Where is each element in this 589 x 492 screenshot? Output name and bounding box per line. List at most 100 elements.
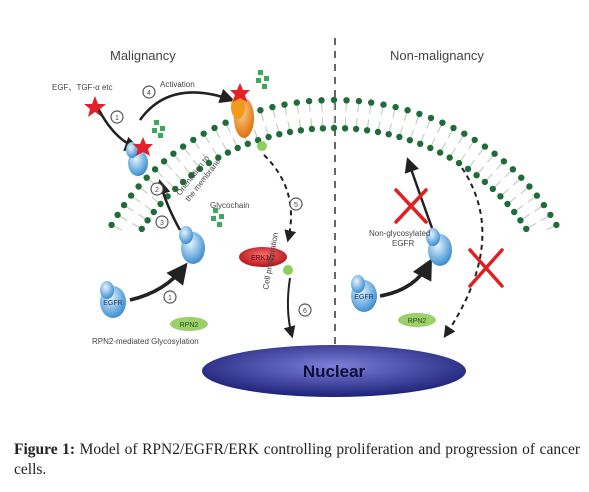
- lipid-head: [269, 103, 276, 111]
- blocked-signal-x-icon: [468, 248, 504, 288]
- malignancy-title: Malignancy: [110, 48, 176, 63]
- glycosylated-egfr: [179, 208, 224, 264]
- lipid-head: [481, 143, 489, 150]
- svg-text:1: 1: [115, 115, 119, 122]
- non-glycosylated-label-2: EGFR: [392, 239, 414, 248]
- lipid-head: [406, 137, 414, 144]
- blocked-x-icon: [394, 188, 428, 224]
- svg-text:2: 2: [155, 187, 159, 194]
- lipid-head: [504, 200, 511, 208]
- lipid-head: [234, 144, 241, 152]
- lipid-head: [160, 158, 168, 165]
- ligand-star-icon: [84, 96, 106, 117]
- lipid-head: [205, 159, 213, 167]
- lipid-head: [179, 178, 187, 186]
- lipid-head: [380, 101, 387, 108]
- lipid-head: [473, 172, 480, 179]
- lipid-head: [179, 143, 187, 150]
- step-2-marker: 2: [150, 182, 164, 196]
- lipid-head: [151, 166, 159, 173]
- step-3-marker: 3: [155, 215, 169, 229]
- step-4-marker: 4: [142, 85, 156, 99]
- lipid-head: [244, 140, 251, 147]
- lipid-head: [533, 192, 541, 199]
- lipid-head: [144, 217, 151, 224]
- non-malignancy-title: Non-malignancy: [390, 48, 484, 63]
- lipid-head: [553, 221, 560, 229]
- lipid-head: [330, 124, 338, 132]
- erk-protein: [239, 247, 293, 275]
- lipid-head: [308, 125, 316, 133]
- lipid-head: [172, 185, 179, 193]
- activated-egfr-dimer: [230, 70, 269, 151]
- lipid-head: [385, 131, 392, 138]
- erk-label: ERK1/2: [251, 255, 275, 262]
- lipid-head: [143, 174, 150, 181]
- lipid-head: [120, 201, 128, 209]
- rpn2-label-left: RPN2: [180, 322, 199, 329]
- lipid-head: [355, 97, 363, 105]
- lipid-head: [222, 119, 229, 126]
- lipid-head: [286, 128, 294, 136]
- lipid-head: [518, 174, 525, 181]
- lipid-head: [343, 97, 350, 104]
- glycochain-icon: [152, 120, 165, 138]
- lipid-head: [436, 149, 444, 156]
- lipid-head: [330, 96, 338, 104]
- glycochain-label: Glycochain: [210, 201, 250, 210]
- lipid-head: [305, 97, 313, 105]
- rpn2-label-right: RPN2: [408, 318, 427, 325]
- rpn2-enzyme-left: [170, 317, 208, 331]
- lipid-head: [417, 140, 424, 147]
- lipid-head: [276, 131, 283, 138]
- signal-arrow-to-erk: [263, 154, 297, 243]
- rpn2-glycosylation-label: RPN2-mediated Glycosylation: [92, 337, 199, 346]
- lipid-head: [224, 149, 232, 156]
- step-1b-marker: 1: [163, 290, 177, 304]
- lipid-head: [461, 130, 468, 137]
- lipid-head: [416, 110, 423, 118]
- nucleus: [202, 345, 466, 397]
- bound-ligand-star-icon: [133, 137, 153, 156]
- lipid-head: [200, 130, 207, 137]
- lipid-head: [547, 211, 554, 219]
- lipid-head: [481, 178, 489, 186]
- lipid-head: [196, 165, 204, 173]
- rpn2-enzyme-right: [398, 313, 436, 327]
- non-glycosylated-label-1: Non-glycosylated: [369, 229, 430, 238]
- lipid-head: [526, 183, 533, 190]
- lipid-head: [489, 185, 496, 193]
- cell-membrane: [108, 96, 560, 233]
- lipid-head: [491, 150, 498, 157]
- lipid-head: [455, 159, 463, 167]
- nascent-egfr-label: EGFR: [103, 300, 122, 307]
- lipid-head: [319, 125, 327, 132]
- nascent-egfr-right-label: EGFR: [354, 294, 373, 301]
- lipid-head: [523, 225, 530, 233]
- lipid-head: [108, 221, 115, 229]
- lipid-head: [127, 192, 135, 199]
- nascent-egfr: [100, 281, 126, 318]
- caption-label: Figure 1:: [14, 441, 76, 458]
- lipid-head: [257, 107, 264, 114]
- lipid-head: [293, 99, 300, 106]
- lipid-head: [352, 125, 360, 133]
- right-processing-arrow: [379, 258, 432, 298]
- glycosylation-arrow: [129, 262, 188, 302]
- lipid-head: [497, 193, 504, 200]
- lipid-head: [318, 97, 325, 104]
- step-5-marker: 5: [289, 197, 303, 211]
- lipid-head: [135, 183, 142, 190]
- step-1-marker: 1: [110, 110, 124, 124]
- lipid-head: [404, 107, 411, 114]
- lipid-head: [281, 101, 288, 108]
- activation-arrow: [138, 88, 235, 121]
- lipid-head: [427, 144, 434, 152]
- ligand-label: EGF、TGF-α etc: [52, 83, 113, 92]
- svg-text:1: 1: [168, 295, 172, 302]
- lipid-head: [471, 136, 478, 144]
- lipid-head: [439, 119, 446, 126]
- step-6-marker: 6: [298, 303, 312, 317]
- svg-text:3: 3: [160, 220, 164, 227]
- lipid-head: [341, 125, 349, 132]
